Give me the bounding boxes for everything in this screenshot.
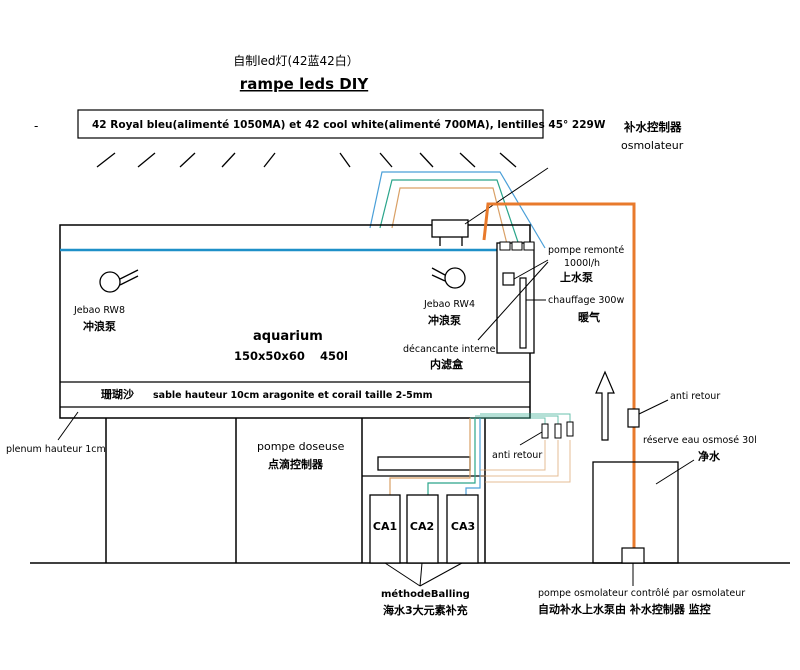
- anti-retour-right-pointer: [638, 399, 669, 415]
- check-valve: [541, 423, 549, 439]
- doser-pump-box: [377, 456, 471, 471]
- dosing-line-blue: [465, 418, 481, 497]
- osmo-pump-label: pompe osmolateur contrôlé par osmolateur: [538, 588, 745, 599]
- title-chinese: 自制led灯(42蓝42白）: [233, 53, 359, 68]
- wavemaker-left-icon: [99, 269, 139, 293]
- reservoir-label: réserve eau osmosé 30l: [643, 435, 757, 446]
- light-ray: [137, 152, 156, 168]
- wavemaker-left-cn: 冲浪泵: [83, 319, 116, 333]
- light-ray: [179, 152, 196, 168]
- decant-label: décancante interne: [403, 344, 496, 355]
- sand-label: sable hauteur 10cm aragonite et corail t…: [153, 390, 433, 401]
- light-rays: [96, 152, 517, 168]
- light-ray: [263, 152, 276, 168]
- anti-retour-right-label: anti retour: [670, 391, 720, 402]
- dosing-container-ca1: [369, 494, 401, 564]
- wavemaker-right-icon: [431, 267, 466, 289]
- balling-pointer-line: [419, 562, 463, 587]
- check-valve: [566, 421, 574, 437]
- osmo-pump-cn: 自动补水上水泵由 补水控制器 监控: [538, 602, 711, 616]
- doser-cn: 点滴控制器: [268, 457, 324, 471]
- dosing-container-ca2: [406, 494, 439, 564]
- heater-label: chauffage 300w: [548, 295, 624, 306]
- heater-cn: 暖气: [578, 310, 600, 324]
- doser-label: pompe doseuse: [257, 440, 345, 453]
- anti-retour-left-label: anti retour: [492, 450, 542, 461]
- light-ray: [419, 152, 434, 168]
- reservoir-cn: 净水: [698, 449, 721, 463]
- osmolator-fr: osmolateur: [621, 139, 684, 152]
- balling-pointer-line: [384, 562, 421, 587]
- pump-remonte-label: pompe remonté: [548, 245, 624, 256]
- sensor-wire-orange: [391, 187, 509, 249]
- check-valve: [554, 423, 562, 439]
- osmolator-cn: 补水控制器: [623, 120, 682, 134]
- check-valve-right: [627, 408, 640, 428]
- stray-dash: -: [34, 119, 38, 133]
- volume-label: 450l: [320, 349, 348, 363]
- dosing-line-orange: [389, 418, 471, 497]
- decant-cn: 内滤盒: [430, 357, 464, 371]
- wavemaker-right-cn: 冲浪泵: [428, 313, 461, 327]
- osmolator-tube: [482, 202, 636, 555]
- return-pump-icon: [502, 272, 515, 286]
- dosing-container-ca3: [446, 494, 479, 564]
- pump-pointer-line: [513, 259, 549, 280]
- aquarium-label: aquarium: [253, 329, 323, 344]
- sand-cn: 珊瑚沙: [101, 387, 134, 401]
- filter-overflow-teeth: [523, 241, 535, 251]
- balling-label: méthodeBalling: [381, 588, 470, 600]
- light-ray: [339, 152, 351, 168]
- pump-remonte-cn: 上水泵: [560, 270, 593, 284]
- light-ray: [499, 152, 517, 168]
- pump-flow-label: 1000l/h: [564, 258, 600, 269]
- light-ray: [96, 152, 116, 168]
- osmolator-pointer-line: [464, 167, 549, 225]
- led-spec-text: 42 Royal bleu(alimenté 1050MA) et 42 coo…: [92, 119, 606, 131]
- ca3-label: CA3: [451, 520, 475, 533]
- plenum-pointer-line: [57, 411, 79, 441]
- led-ramp-box: [77, 109, 544, 139]
- dosing-line-returns: [480, 440, 571, 483]
- anti-retour-left-pointer: [519, 431, 543, 446]
- sensor-wire-blue: [369, 171, 546, 249]
- reservoir-pointer-line: [655, 459, 695, 485]
- up-arrow-icon: [595, 370, 615, 441]
- light-ray: [459, 152, 476, 168]
- decant-pointer-line: [477, 261, 549, 341]
- jebao-rw8-label: Jebao RW8: [73, 305, 125, 316]
- light-ray: [379, 152, 393, 168]
- filter-overflow-teeth: [511, 241, 523, 251]
- sensor-wire-teal: [379, 179, 521, 249]
- dosing-line-teal: [427, 418, 476, 497]
- osmolator-pump-icon: [621, 547, 645, 564]
- light-ray: [221, 152, 236, 168]
- plenum-label: plenum hauteur 1cm: [6, 444, 106, 455]
- ca2-label: CA2: [410, 520, 434, 533]
- heater-icon: [519, 277, 527, 349]
- osmolator-sensor: [431, 219, 469, 238]
- balling-cn: 海水3大元素补充: [383, 603, 468, 617]
- ca1-label: CA1: [373, 520, 397, 533]
- balling-pointer-line: [419, 562, 423, 587]
- jebao-rw4-label: Jebao RW4: [423, 299, 475, 310]
- dimensions-label: 150x50x60: [234, 349, 305, 363]
- title-french: rampe leds DIY: [240, 75, 370, 93]
- filter-overflow-teeth: [499, 241, 511, 251]
